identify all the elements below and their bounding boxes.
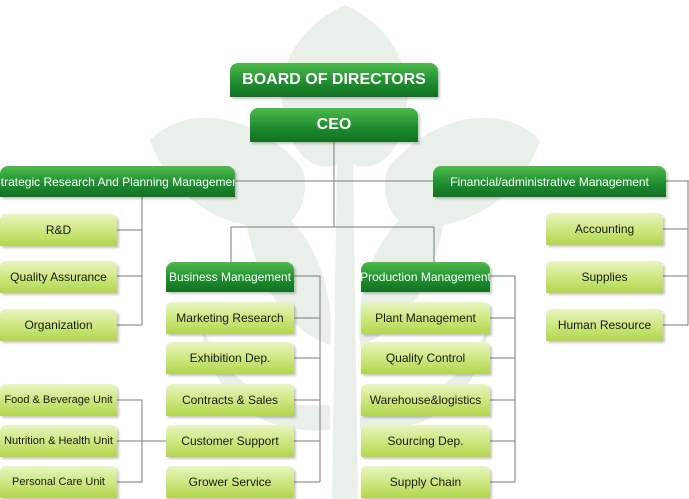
- nutrition-health-unit-box: Nutrition & Health Unit: [0, 425, 117, 457]
- board-of-directors-box: BOARD OF DIRECTORS: [230, 63, 438, 97]
- financial-management-box: Financial/administrative Management: [433, 166, 666, 197]
- supplies-box: Supplies: [546, 261, 663, 293]
- production-management-box: Production Management: [361, 262, 490, 292]
- ceo-box: CEO: [250, 108, 418, 142]
- plant-management-box: Plant Management: [361, 302, 490, 334]
- warehouse-logistics-box: Warehouse&logistics: [361, 384, 490, 416]
- rnd-box: R&D: [0, 214, 117, 246]
- quality-control-box: Quality Control: [361, 342, 490, 374]
- sourcing-dep-box: Sourcing Dep.: [361, 425, 490, 457]
- human-resource-box: Human Resource: [546, 309, 663, 341]
- accounting-box: Accounting: [546, 213, 663, 245]
- food-beverage-unit-box: Food & Beverage Unit: [0, 384, 117, 416]
- contracts-sales-box: Contracts & Sales: [166, 384, 294, 416]
- exhibition-dep-box: Exhibition Dep.: [166, 342, 294, 374]
- organization-box: Organization: [0, 309, 117, 341]
- grower-service-box: Grower Service: [166, 466, 294, 498]
- personal-care-unit-box: Personal Care Unit: [0, 466, 117, 498]
- strategic-management-box: Strategic Research And Planning Manageme…: [0, 166, 235, 197]
- supply-chain-box: Supply Chain: [361, 466, 490, 498]
- quality-assurance-box: Quality Assurance: [0, 261, 117, 293]
- marketing-research-box: Marketing Research: [166, 302, 294, 334]
- business-management-box: Business Management: [166, 262, 294, 292]
- customer-support-box: Customer Support: [166, 425, 294, 457]
